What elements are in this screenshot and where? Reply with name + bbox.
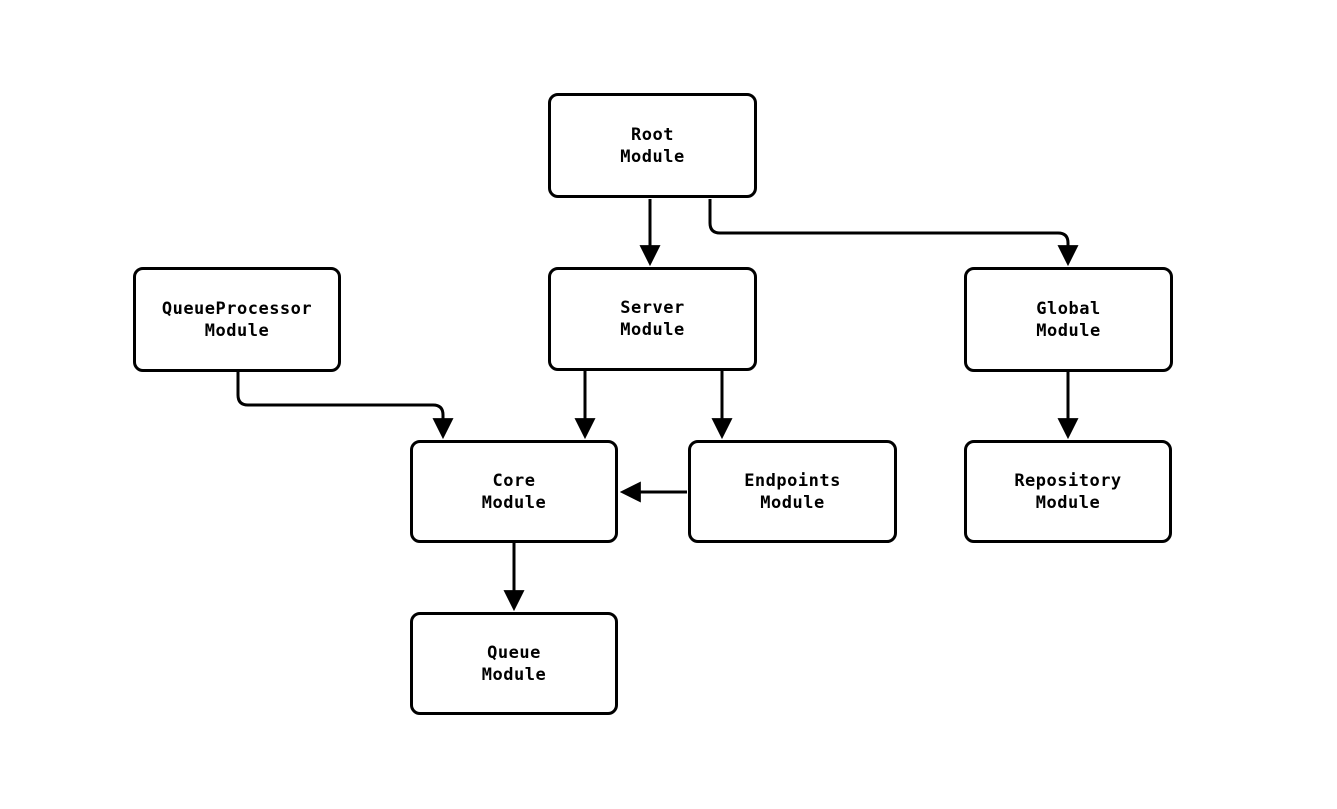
node-endpoints-module-label: Endpoints Module	[744, 470, 841, 513]
node-queueprocessor-module-label: QueueProcessor Module	[161, 298, 313, 341]
node-repository-module: Repository Module	[964, 440, 1172, 543]
node-queue-module: Queue Module	[410, 612, 618, 715]
edge-queueprocessor-to-core	[236, 372, 454, 440]
node-queueprocessor-module: QueueProcessor Module	[133, 267, 341, 372]
node-core-module-label: Core Module	[481, 470, 547, 513]
node-root-module-label: Root Module	[620, 124, 685, 167]
node-global-module-label: Global Module	[1036, 298, 1101, 341]
edge-root-to-global	[708, 199, 1079, 267]
node-server-module: Server Module	[548, 267, 757, 371]
node-repository-module-label: Repository Module	[1014, 470, 1122, 513]
node-core-module: Core Module	[410, 440, 618, 543]
node-queue-module-label: Queue Module	[481, 642, 547, 685]
node-endpoints-module: Endpoints Module	[688, 440, 897, 543]
node-root-module: Root Module	[548, 93, 757, 198]
node-server-module-label: Server Module	[620, 298, 685, 340]
node-global-module: Global Module	[964, 267, 1173, 372]
